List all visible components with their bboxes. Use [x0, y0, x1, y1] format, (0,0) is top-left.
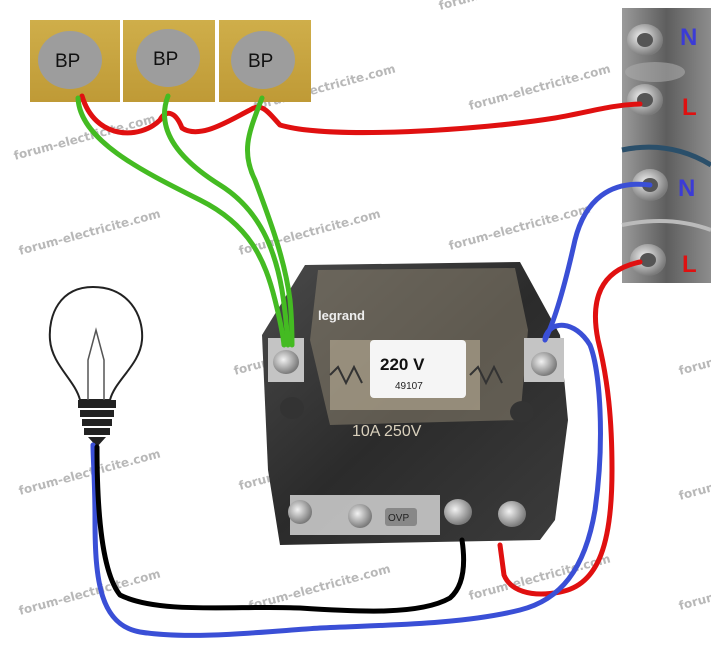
watermark: forum-electricite.com	[17, 567, 162, 618]
relay-rating: 10A 250V	[352, 423, 422, 440]
control-wire	[162, 93, 291, 348]
watermark: forum-electricite.com	[17, 207, 162, 258]
watermark: forum-electricite.com	[437, 0, 582, 13]
push-button-label: BP	[55, 51, 80, 72]
remote-switch-relay: 220 V 49107 legrand 10A 250V OVP	[262, 262, 568, 545]
light-bulb-icon	[48, 285, 144, 447]
watermark: forum-electricite.com	[677, 327, 711, 378]
watermark: forum-electricite.com	[677, 562, 711, 613]
terminal-block: N L N L	[621, 8, 711, 283]
neutral-wire	[90, 322, 603, 638]
relay-brand: legrand	[318, 308, 365, 323]
control-wire	[75, 95, 287, 348]
control-wire	[245, 95, 295, 348]
terminal-label: N	[678, 175, 695, 202]
phase-wire	[497, 259, 643, 597]
push-button: BP	[219, 20, 311, 102]
terminal-label: L	[682, 94, 697, 121]
push-button: BP	[123, 20, 215, 102]
lamp-return-wire	[94, 444, 467, 614]
push-button: BP	[30, 20, 120, 102]
watermark: forum-electricite.com	[467, 62, 612, 113]
push-button-label: BP	[248, 51, 273, 72]
relay-model: 49107	[395, 381, 423, 392]
push-button-row: BP BP BP	[30, 20, 311, 102]
wires	[75, 93, 653, 638]
terminal-label: N	[680, 24, 697, 51]
push-button-label: BP	[153, 49, 178, 70]
watermark: forum-electricite.com	[17, 447, 162, 498]
terminal-label: L	[682, 251, 697, 278]
relay-voltage: 220 V	[380, 355, 425, 374]
relay-bottom-label: OVP	[388, 513, 409, 524]
watermark: forum-electricite.com	[447, 202, 592, 253]
watermark: forum-electricite.com	[677, 452, 711, 503]
neutral-wire	[542, 181, 653, 343]
